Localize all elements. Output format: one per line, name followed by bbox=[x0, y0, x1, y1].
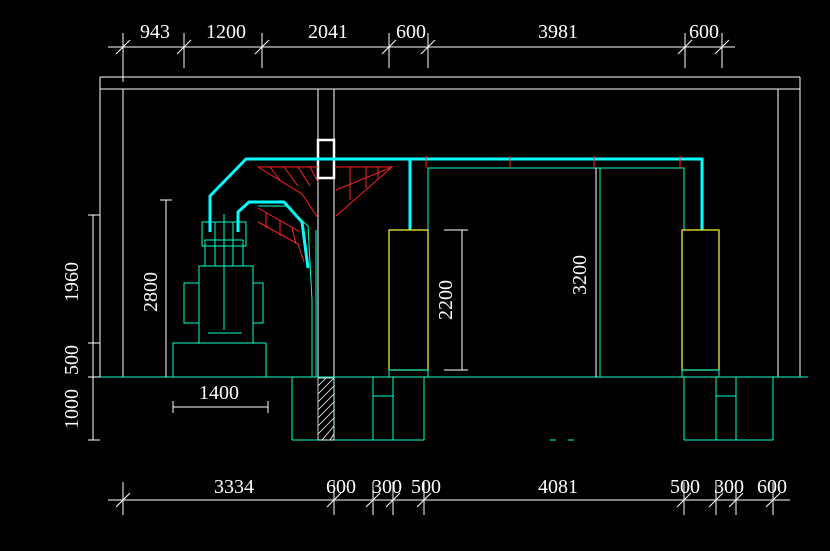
bottom-dim-8: 600 bbox=[757, 476, 787, 498]
bottom-dim-4: 500 bbox=[411, 476, 441, 498]
pipe-secondary bbox=[258, 167, 685, 377]
pipe-network bbox=[208, 157, 704, 269]
bottom-dimension-chain bbox=[108, 482, 790, 515]
top-dim-6: 600 bbox=[689, 21, 719, 43]
booth-frame bbox=[99, 76, 801, 377]
left-dimension-chain bbox=[88, 214, 100, 441]
column-height-label: 2200 bbox=[435, 280, 457, 320]
left-dim-3: 1000 bbox=[61, 389, 83, 429]
inner-dimension-lines bbox=[160, 168, 597, 413]
top-dim-3: 2041 bbox=[308, 21, 348, 43]
pit-hatch bbox=[317, 377, 335, 441]
bottom-dim-7: 300 bbox=[714, 476, 744, 498]
clear-height-label: 3200 bbox=[569, 255, 591, 295]
left-dim-2: 500 bbox=[61, 345, 83, 375]
bottom-dim-5: 4081 bbox=[538, 476, 578, 498]
bottom-dim-6: 500 bbox=[670, 476, 700, 498]
ground-and-pit bbox=[90, 376, 808, 441]
painting-robot bbox=[172, 214, 267, 378]
column-bases bbox=[388, 369, 720, 378]
machine-height-label: 2800 bbox=[140, 272, 162, 312]
top-dim-2: 1200 bbox=[206, 21, 246, 43]
bottom-dim-1: 3334 bbox=[214, 476, 254, 498]
top-dimension-chain bbox=[108, 33, 735, 82]
red-brackets bbox=[257, 156, 681, 263]
bottom-dim-3: 300 bbox=[372, 476, 402, 498]
top-dim-5: 3981 bbox=[538, 21, 578, 43]
bottom-dim-2: 600 bbox=[326, 476, 356, 498]
left-dim-1: 1960 bbox=[61, 262, 83, 302]
top-dim-1: 943 bbox=[140, 21, 170, 43]
machine-width-label: 1400 bbox=[199, 382, 239, 404]
top-dim-4: 600 bbox=[396, 21, 426, 43]
